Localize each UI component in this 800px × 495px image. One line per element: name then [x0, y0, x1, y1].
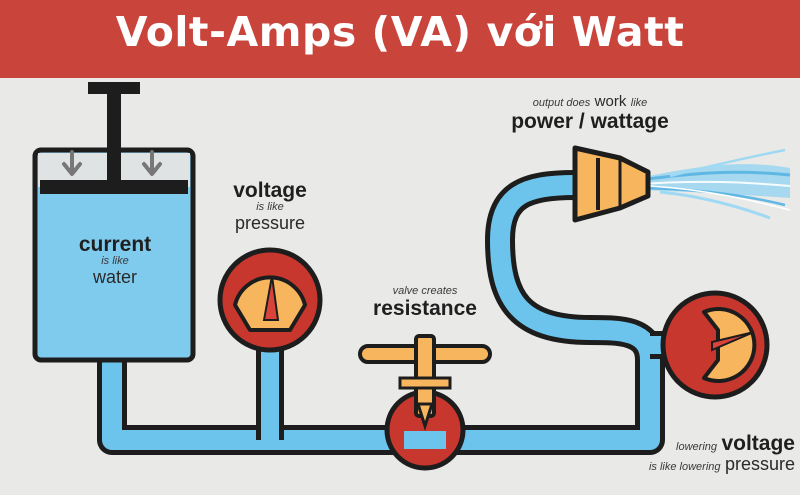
current-analogy: water	[92, 266, 137, 287]
power-term: power / wattage	[511, 109, 669, 133]
lowering-voltage-term: voltage	[721, 432, 795, 455]
power-work: work	[594, 93, 627, 110]
page-title: Volt-Amps (VA) với Watt	[115, 8, 685, 56]
current-term: current	[78, 233, 152, 256]
resistance-term: resistance	[373, 296, 477, 320]
lowering-connector: is like lowering	[648, 461, 721, 474]
pressure-gauge-icon	[217, 247, 323, 353]
current-label: current is like water	[40, 233, 190, 287]
lowering-analogy: pressure	[724, 454, 795, 475]
title-banner: Volt-Amps (VA) với Watt	[0, 0, 800, 78]
piston-plunger-icon	[88, 82, 140, 185]
lowering-pressure-line: is like lowering pressure	[560, 455, 795, 475]
water-spray-icon	[639, 148, 791, 220]
valve-icon	[358, 334, 492, 471]
lowering-line: lowering voltage	[560, 432, 795, 455]
power-connector: output does work like	[470, 94, 710, 111]
pressure-gauge-icon	[660, 290, 770, 400]
power-connector-post: like	[630, 97, 648, 109]
power-connector-pre: output does	[532, 97, 591, 109]
voltage-label: voltage is like pressure	[215, 179, 325, 233]
resistance-connector: valve creates	[392, 285, 458, 297]
voltage-analogy: pressure	[234, 212, 306, 233]
power-label: output does work like power / wattage	[470, 94, 710, 133]
lowering-voltage-label: lowering voltage is like lowering pressu…	[560, 432, 795, 475]
current-connector: is like	[101, 255, 129, 268]
voltage-connector: is like	[256, 201, 284, 214]
nozzle-icon	[572, 145, 651, 223]
resistance-label: valve creates resistance	[350, 285, 500, 320]
voltage-term: voltage	[233, 179, 307, 202]
lowering-pre: lowering	[676, 441, 718, 453]
down-arrow-icon	[62, 150, 162, 176]
